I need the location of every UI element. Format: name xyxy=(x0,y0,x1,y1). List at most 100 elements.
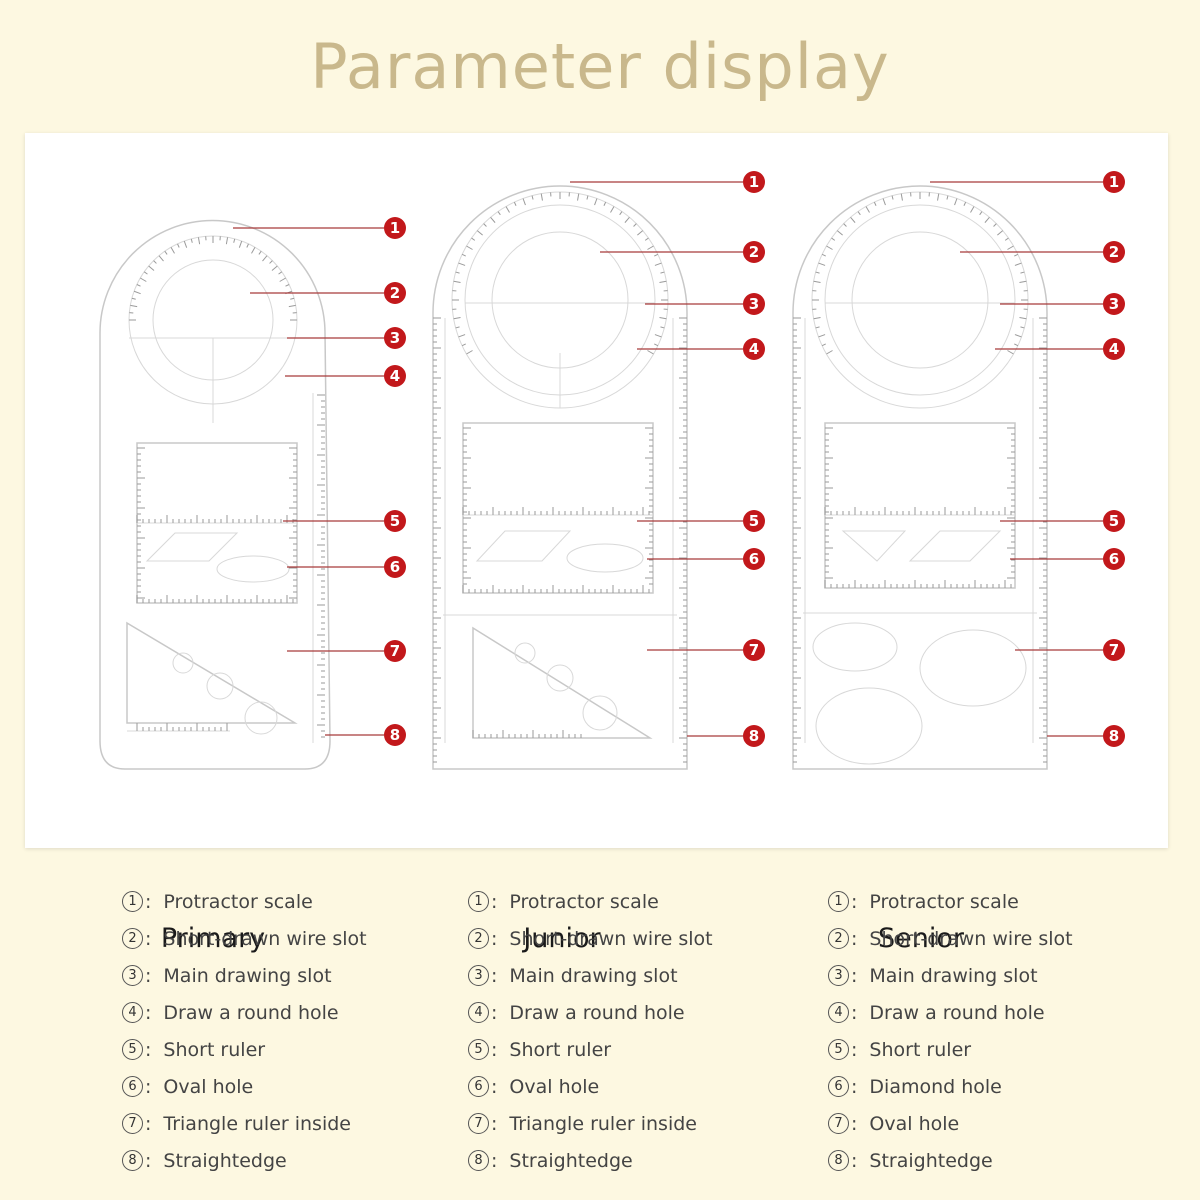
callout-marker-number: 6 xyxy=(749,550,759,568)
legend-item-number: 2 xyxy=(468,928,489,949)
callout-marker-7: 7 xyxy=(743,639,765,661)
legend-item-separator: : xyxy=(851,927,858,950)
callout-marker-4: 4 xyxy=(1103,338,1125,360)
legend-item-separator: : xyxy=(851,1001,858,1024)
legend-item: 2: Short-drawn wire slot xyxy=(828,920,1073,957)
legend-item-separator: : xyxy=(851,1038,858,1061)
callout-marker-circle xyxy=(743,725,765,747)
callout-marker-number: 2 xyxy=(749,243,759,261)
legend-item-separator: : xyxy=(491,964,498,987)
callout-marker-circle xyxy=(1103,338,1125,360)
legend-item-separator: : xyxy=(145,964,152,987)
legend-item: 4: Draw a round hole xyxy=(828,994,1073,1031)
legend-item-separator: : xyxy=(491,1038,498,1061)
legend-item-number: 4 xyxy=(828,1002,849,1023)
legend-item-number: 1 xyxy=(828,891,849,912)
primary-ruler-drawing xyxy=(99,219,331,770)
legend-item-label: Draw a round hole xyxy=(869,1001,1045,1024)
legend-item-label: Oval hole xyxy=(509,1075,600,1098)
callout-marker-number: 5 xyxy=(749,512,759,530)
callout-marker-number: 1 xyxy=(390,219,400,237)
callout-marker-number: 8 xyxy=(1109,727,1119,745)
legend-item: 7:Triangle ruler inside xyxy=(468,1105,713,1142)
callout-marker-number: 7 xyxy=(749,641,759,659)
callout-marker-number: 6 xyxy=(390,558,400,576)
legend-item-separator: : xyxy=(491,927,498,950)
legend-item-separator: : xyxy=(851,964,858,987)
legend-item: 2:Short-drawn wire slot xyxy=(468,920,713,957)
legend-item-label: Straightedge xyxy=(869,1149,993,1172)
legend-item-number: 5 xyxy=(122,1039,143,1060)
callout-marker-8: 8 xyxy=(1103,725,1125,747)
callout-marker-number: 4 xyxy=(749,340,759,358)
legend-item-label: Main drawing slot xyxy=(509,964,678,987)
callout-marker-8: 8 xyxy=(743,725,765,747)
callout-marker-5: 5 xyxy=(743,510,765,532)
callout-marker-7: 7 xyxy=(1103,639,1125,661)
callout-marker-number: 5 xyxy=(1109,512,1119,530)
legend-item-label: Short ruler xyxy=(509,1038,612,1061)
legend-item-label: Draw a round hole xyxy=(509,1001,685,1024)
legend-item: 3:Main drawing slot xyxy=(828,957,1073,994)
legend-item-separator: : xyxy=(491,890,498,913)
callout-marker-number: 7 xyxy=(390,642,400,660)
legend-item-label: Main drawing slot xyxy=(163,964,332,987)
callout-marker-circle xyxy=(743,639,765,661)
callout-marker-circle xyxy=(1103,510,1125,532)
legend-item-separator: : xyxy=(491,1001,498,1024)
legend-item: 4:Draw a round hole xyxy=(122,994,367,1031)
callout-marker-number: 6 xyxy=(1109,550,1119,568)
callout-marker-6: 6 xyxy=(743,548,765,570)
legend-item-number: 8 xyxy=(468,1150,489,1171)
legend-senior: 1:Protractor scale 2: Short-drawn wire slo… xyxy=(828,883,1073,1179)
legend-item: 8:Straightedge xyxy=(122,1142,367,1179)
legend-item-separator: : xyxy=(145,1038,152,1061)
legend-item-separator: : xyxy=(145,1075,152,1098)
callout-marker-number: 3 xyxy=(1109,295,1119,313)
callout-marker-circle xyxy=(1103,241,1125,263)
callout-marker-3: 3 xyxy=(1103,293,1125,315)
callout-marker-8: 8 xyxy=(384,724,406,746)
legend-item-number: 7 xyxy=(468,1113,489,1134)
callout-marker-circle xyxy=(384,282,406,304)
callout-marker-circle xyxy=(743,338,765,360)
legend-item-label: Short-drawn wire slot xyxy=(869,927,1073,950)
callout-marker-number: 4 xyxy=(390,367,400,385)
legend-item-number: 6 xyxy=(828,1076,849,1097)
legend-item-separator: : xyxy=(491,1075,498,1098)
legend-item: 5:Short ruler xyxy=(828,1031,1073,1068)
legend-item-label: Short ruler xyxy=(869,1038,972,1061)
legend-item: 1:Protractor scale xyxy=(828,883,1073,920)
callout-marker-circle xyxy=(384,217,406,239)
legend-item: 3:Main drawing slot xyxy=(468,957,713,994)
legend-item-number: 2 xyxy=(828,928,849,949)
legend-item-number: 5 xyxy=(468,1039,489,1060)
legend-item-number: 4 xyxy=(122,1002,143,1023)
callout-marker-4: 4 xyxy=(743,338,765,360)
senior-ruler-drawing xyxy=(792,185,1048,770)
callout-marker-5: 5 xyxy=(384,510,406,532)
callout-marker-number: 4 xyxy=(1109,340,1119,358)
callout-marker-circle xyxy=(384,327,406,349)
callout-marker-number: 1 xyxy=(749,173,759,191)
callout-marker-6: 6 xyxy=(384,556,406,578)
legend-item-label: Triangle ruler inside xyxy=(509,1112,697,1135)
callout-marker-circle xyxy=(1103,171,1125,193)
legend-item-label: Straightedge xyxy=(509,1149,633,1172)
callout-marker-circle xyxy=(384,510,406,532)
legend-item-label: Short ruler xyxy=(163,1038,266,1061)
legend-item-separator: : xyxy=(851,1075,858,1098)
model-label-primary: Primary xyxy=(160,923,266,954)
legend-item: 8:Straightedge xyxy=(828,1142,1073,1179)
callout-marker-2: 2 xyxy=(384,282,406,304)
callout-marker-number: 5 xyxy=(390,512,400,530)
legend-item-number: 8 xyxy=(828,1150,849,1171)
callout-marker-circle xyxy=(384,556,406,578)
legend-item-label: Protractor scale xyxy=(163,890,313,913)
model-label-senior: Senior xyxy=(878,923,964,954)
legend-item-number: 1 xyxy=(468,891,489,912)
